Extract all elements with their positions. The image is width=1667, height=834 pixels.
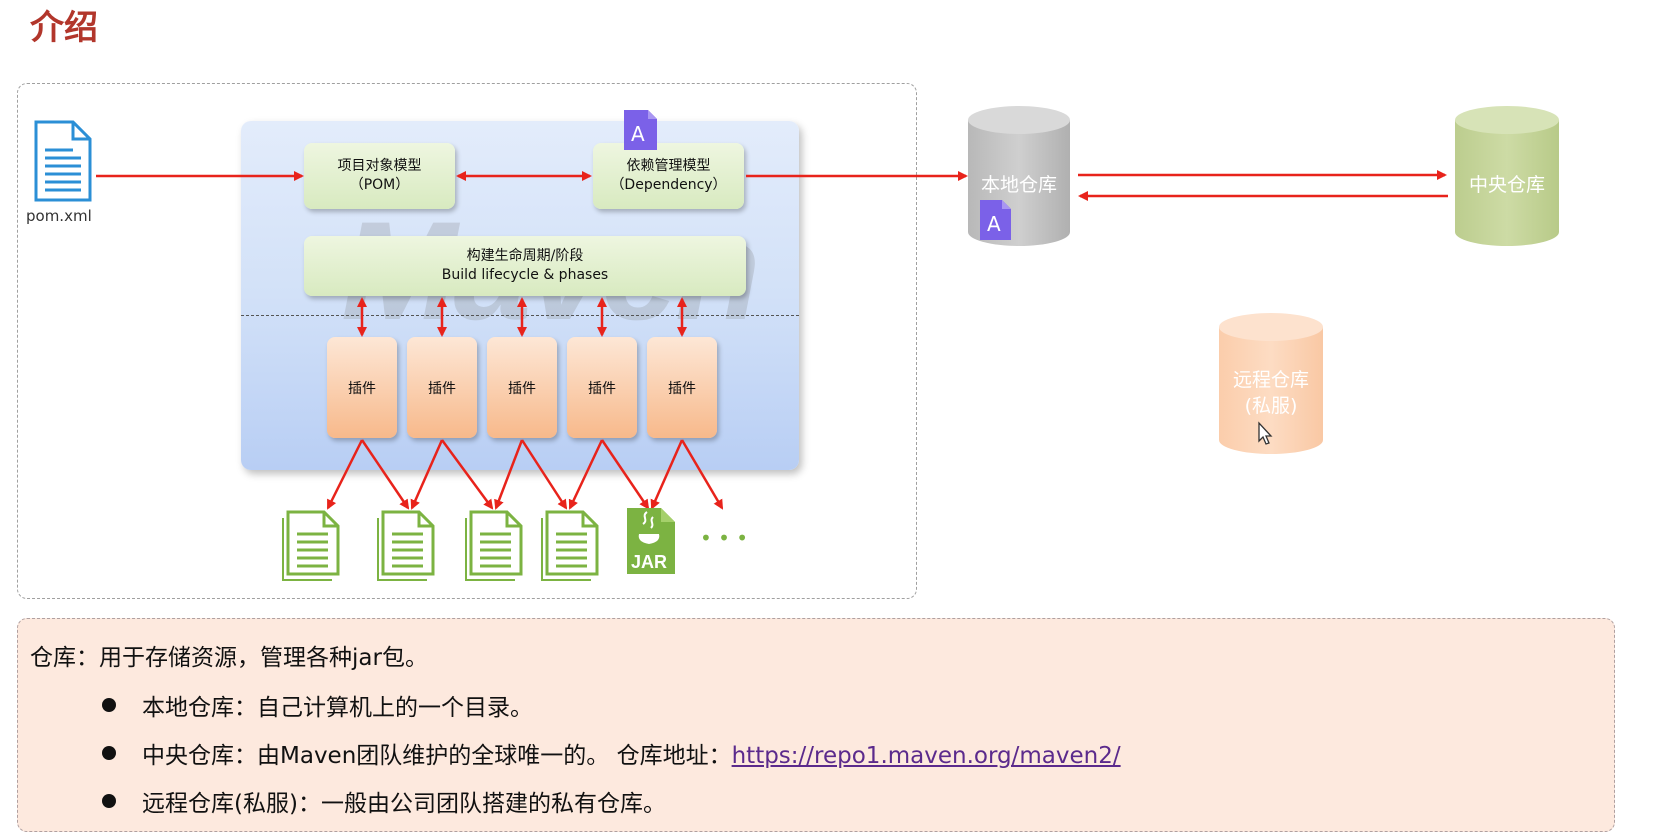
- info-panel: [17, 618, 1615, 832]
- arrow-plugin5-out-b: [680, 439, 724, 510]
- local-repo-label: 本地仓库: [980, 174, 1057, 196]
- artifact-badge-dependency-icon: [624, 110, 657, 150]
- output-doc-3-icon: [465, 510, 523, 581]
- dependency-box-line1: 依赖管理模型: [626, 158, 711, 174]
- output-ellipsis: • • •: [700, 526, 748, 550]
- lifecycle-box-line2: Build lifecycle & phases: [441, 267, 609, 283]
- pom-box-line2: （POM）: [349, 177, 410, 193]
- lifecycle-box-line1: 构建生命周期/阶段: [466, 248, 584, 264]
- central-repo-cylinder: [1455, 106, 1559, 246]
- dependency-box-line2: （Dependency）: [610, 177, 727, 193]
- info-item-local: 本地仓库：自己计算机上的一个目录。: [142, 695, 533, 721]
- plugin-box-4: 插件: [567, 337, 637, 438]
- arrow-plugin1-out-b: [360, 439, 410, 510]
- maven-diagram-frame: [17, 83, 917, 599]
- central-repo-label: 中央仓库: [1468, 174, 1545, 196]
- output-doc-1-icon: [282, 510, 340, 581]
- jar-label: JAR: [631, 552, 667, 572]
- bullet-1: [102, 698, 116, 712]
- info-item-remote: 远程仓库(私服)：一般由公司团队搭建的私有仓库。: [142, 791, 666, 817]
- arrow-plugin4-out-a: [568, 439, 604, 510]
- plugin-box-1: 插件: [327, 337, 397, 438]
- remote-repo-cylinder: [1219, 313, 1323, 454]
- plugin-box-2: 插件: [407, 337, 477, 438]
- mouse-cursor-icon: [1258, 421, 1273, 445]
- info-main-text: 仓库：用于存储资源，管理各种jar包。: [30, 645, 428, 671]
- pom-model-box: 项目对象模型 （POM）: [304, 143, 455, 209]
- plugin-box-3: 插件: [487, 337, 557, 438]
- arrow-plugin5-out-a: [650, 439, 684, 510]
- info-item-central-text: 中央仓库：由Maven团队维护的全球唯一的。 仓库地址：: [142, 743, 732, 769]
- output-doc-2-icon: [377, 510, 435, 581]
- page-title: 介绍: [30, 8, 98, 48]
- arrow-plugin2-out-b: [440, 439, 494, 510]
- dependency-model-box: 依赖管理模型 （Dependency）: [593, 143, 744, 209]
- artifact-badge-dependency-letter: A: [631, 122, 645, 146]
- plugin-box-5: 插件: [647, 337, 717, 438]
- arrow-plugin4-out-b: [600, 439, 650, 510]
- arrow-plugin3-out-b: [520, 439, 568, 510]
- artifact-badge-local-icon: [980, 200, 1011, 240]
- arrow-plugin1-out-a: [326, 439, 364, 510]
- output-doc-4-icon: [541, 510, 599, 581]
- info-item-central: 中央仓库：由Maven团队维护的全球唯一的。 仓库地址：https://repo…: [142, 736, 1121, 770]
- lifecycle-box: 构建生命周期/阶段 Build lifecycle & phases: [304, 236, 746, 296]
- remote-repo-label: 远程仓库 (私服): [1219, 367, 1323, 419]
- bullet-3: [102, 794, 116, 808]
- jar-file-icon: [627, 508, 675, 574]
- remote-repo-label-line1: 远程仓库: [1232, 369, 1309, 391]
- arrow-plugin2-out-a: [410, 439, 444, 510]
- bullet-2: [102, 746, 116, 760]
- remote-repo-label-line2: (私服): [1244, 395, 1298, 417]
- pom-file-icon: [34, 120, 92, 202]
- artifact-badge-local-letter: A: [987, 212, 1001, 236]
- pom-file-label: pom.xml: [26, 207, 92, 225]
- pom-box-line1: 项目对象模型: [337, 158, 422, 174]
- arrow-plugin3-out-a: [494, 439, 524, 510]
- central-repo-link[interactable]: https://repo1.maven.org/maven2/: [731, 743, 1121, 769]
